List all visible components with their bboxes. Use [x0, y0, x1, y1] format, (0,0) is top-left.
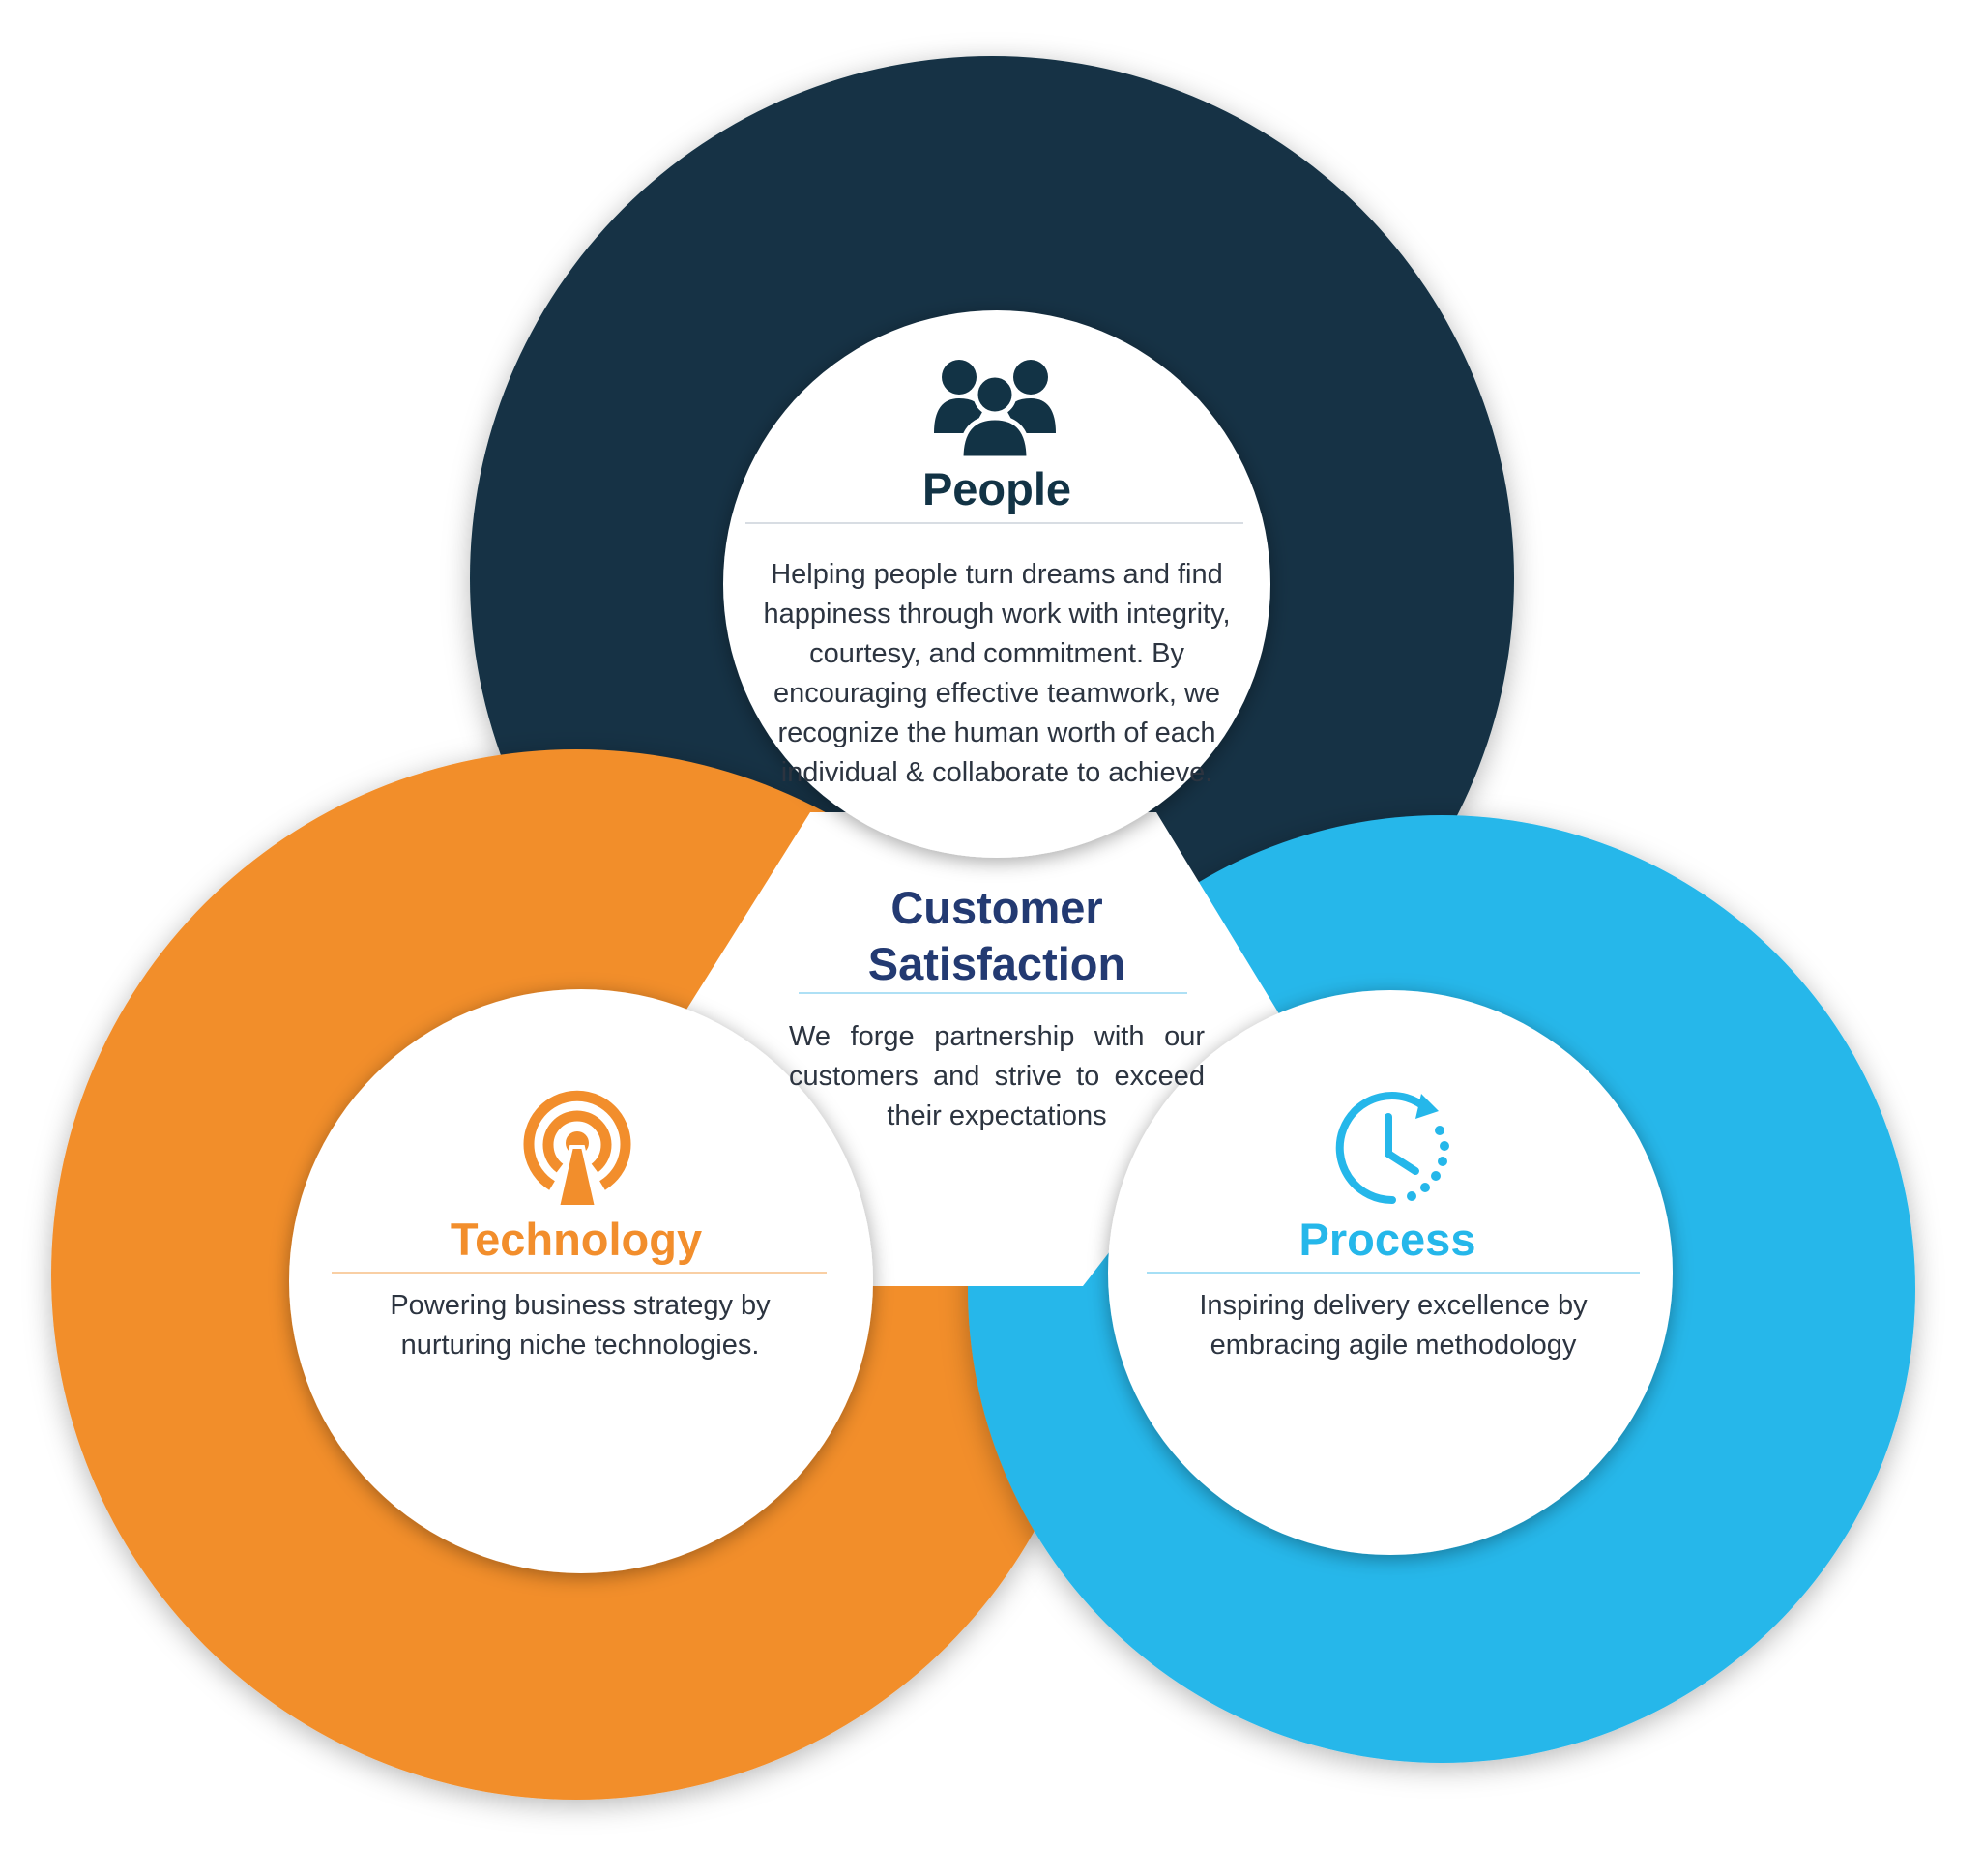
process-divider	[1147, 1272, 1640, 1274]
process-text: Inspiring delivery excellence by embraci…	[1199, 1290, 1588, 1361]
people-inner-circle	[723, 310, 1270, 858]
customer-satisfaction-divider	[799, 992, 1187, 994]
people-title: People	[921, 463, 1072, 514]
clock-cycle-icon	[1335, 1092, 1449, 1205]
process-title: Process	[1298, 1214, 1476, 1265]
technology-inner-circle	[289, 989, 873, 1573]
customer-satisfaction-text: We forge partnership with our customers …	[789, 1021, 1205, 1131]
technology-title: Technology	[450, 1214, 703, 1265]
broadcast-tower-icon	[523, 1090, 631, 1209]
customer-satisfaction-title-line1: Customer	[890, 882, 1103, 933]
technology-divider	[332, 1272, 827, 1274]
technology-text: Powering business strategy by nurturing …	[390, 1290, 771, 1361]
people-divider	[745, 522, 1243, 524]
people-text: Helping people turn dreams and find happ…	[763, 559, 1231, 788]
customer-satisfaction-title-line2: Satisfaction	[867, 938, 1126, 989]
group-icon	[934, 360, 1056, 460]
